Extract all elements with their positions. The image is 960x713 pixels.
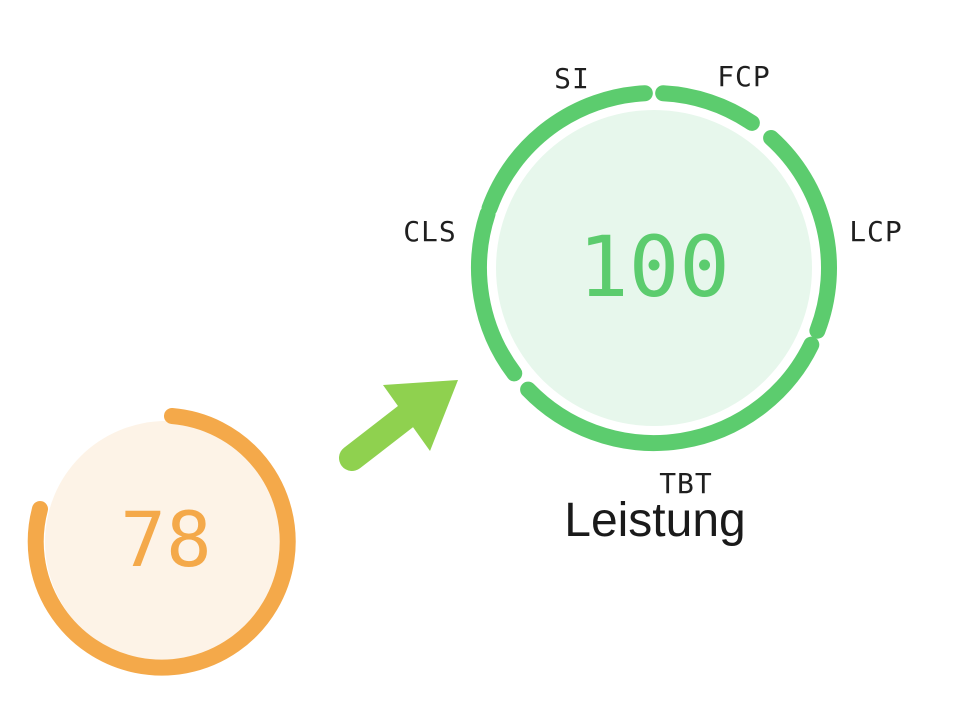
metric-label-cls: CLS [403,215,457,248]
previous-score-fill [45,421,287,663]
metric-label-lcp: LCP [849,215,903,248]
performance-score-gauge: 100 [471,85,837,451]
performance-score-fill [496,110,812,426]
category-title: Leistung [564,494,746,547]
performance-score-value: 100 [578,218,730,316]
previous-score-value: 78 [120,495,212,584]
improvement-arrow [339,380,458,471]
previous-score-arc [27,408,296,676]
metric-label-si: SI [554,62,590,95]
metric-segment-cls [471,205,523,382]
metric-segments [471,85,837,451]
previous-score-gauge: 78 [27,408,296,676]
metric-segment-si [481,85,653,217]
metric-segment-fcp [655,85,760,131]
metric-segment-tbt [520,336,820,451]
metric-segment-lcp [763,129,837,339]
metric-label-fcp: FCP [717,60,771,93]
metric-label-tbt: TBT [659,467,713,500]
